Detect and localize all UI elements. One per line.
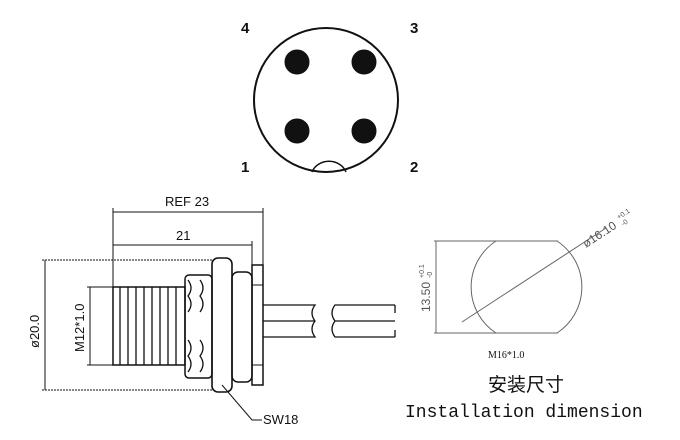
wrench-size-label: SW18 bbox=[263, 412, 298, 427]
cable-wires bbox=[263, 304, 317, 338]
washer bbox=[231, 271, 253, 383]
diameter-tol-lower: -0 bbox=[620, 219, 629, 228]
cutout-thread-label: M16*1.0 bbox=[488, 350, 524, 361]
thread-label: M12*1.0 bbox=[72, 304, 87, 352]
installation-cutout-view: ø16.10 +0.1 -0 13.50 +0.1 -0 M16*1.0 安装尺… bbox=[405, 208, 643, 423]
pin-3 bbox=[351, 49, 377, 75]
pin-label-2: 2 bbox=[410, 159, 418, 176]
pin-4 bbox=[284, 49, 310, 75]
install-title-en: Installation dimension bbox=[405, 403, 643, 423]
pin-2 bbox=[351, 118, 377, 144]
threaded-body bbox=[112, 286, 186, 366]
flat-tol-lower: -0 bbox=[427, 272, 434, 278]
hex-nut bbox=[211, 257, 233, 393]
connector-face-outline bbox=[253, 27, 399, 173]
cable-wires-continued bbox=[331, 304, 396, 338]
pin-label-1: 1 bbox=[241, 159, 249, 176]
cutout-diameter-line bbox=[461, 227, 607, 323]
flange bbox=[251, 264, 264, 386]
wrench-leader bbox=[221, 384, 262, 421]
ref-length-label: REF 23 bbox=[165, 194, 209, 209]
pin-label-4: 4 bbox=[241, 20, 250, 37]
outer-diameter-label: ø20.0 bbox=[27, 315, 42, 348]
pin-1 bbox=[284, 118, 310, 144]
flat-height-label: 13.50 bbox=[419, 282, 433, 312]
cutout-diameter-label: ø16.10 bbox=[580, 218, 619, 250]
side-view: REF 23 21 ø20.0 M12*1.0 SW18 bbox=[27, 194, 396, 427]
length-label: 21 bbox=[176, 228, 190, 243]
rear-thread bbox=[184, 274, 213, 379]
d-cut-outline bbox=[470, 240, 583, 334]
install-title-cn: 安装尺寸 bbox=[488, 374, 564, 396]
flat-tol-upper: +0.1 bbox=[419, 264, 426, 278]
coding-key bbox=[311, 160, 347, 173]
pin-label-3: 3 bbox=[410, 20, 418, 37]
pinout-face-view: 1 2 3 4 bbox=[241, 20, 418, 176]
